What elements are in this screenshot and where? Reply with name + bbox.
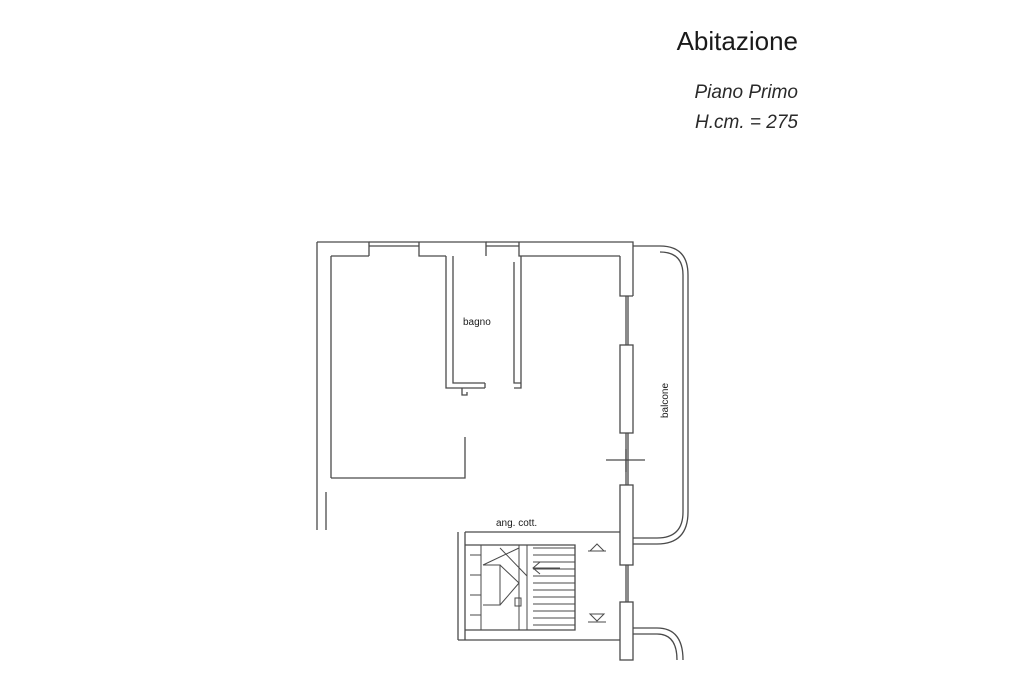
ceiling-height-label: H.cm. = 275 <box>695 112 798 133</box>
kitchenette-label: ang. cott. <box>496 518 537 529</box>
balcony-railing <box>633 245 689 661</box>
east-wall <box>606 296 645 661</box>
bathroom-walls <box>445 256 522 396</box>
staircase <box>470 545 575 630</box>
plan-header: Abitazione Piano Primo H.cm. = 275 <box>677 24 798 138</box>
bathroom-label: bagno <box>463 317 491 328</box>
stair-direction-arrows <box>588 543 606 623</box>
left-room-walls <box>325 437 466 530</box>
floor-label: Piano Primo <box>694 82 799 103</box>
plan-title: Abitazione <box>676 26 798 56</box>
top-wall <box>316 241 634 530</box>
balcony-label: balcone <box>660 383 671 418</box>
kitchenette-walls <box>457 531 620 641</box>
